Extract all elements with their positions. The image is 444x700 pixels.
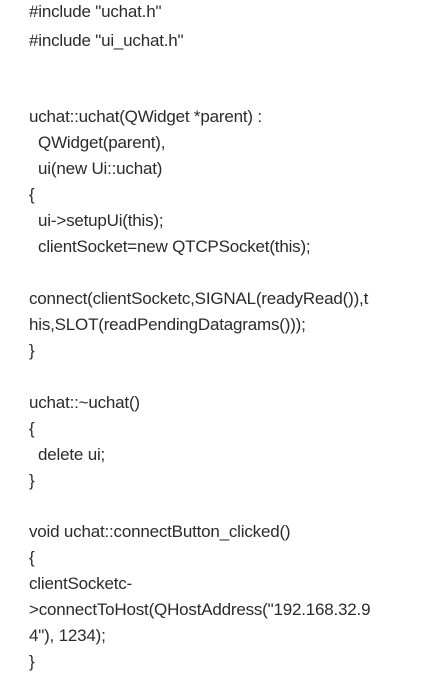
- code-line-connect-slot: his,SLOT(readPendingDatagrams()));: [29, 315, 306, 334]
- code-line-open-brace: {: [29, 185, 35, 204]
- code-line-close-brace: }: [29, 471, 35, 490]
- code-line-destructor-signature: uchat::~uchat(): [29, 393, 140, 412]
- code-line-close-brace: }: [29, 341, 35, 360]
- code-line-qwidget-init: QWidget(parent),: [29, 133, 166, 152]
- code-line-connect-button-signature: void uchat::connectButton_clicked(): [29, 522, 291, 541]
- code-line-open-brace: {: [29, 548, 35, 567]
- code-line-setup-ui: ui->setupUi(this);: [29, 211, 164, 230]
- code-line-connect-to-host: >connectToHost(QHostAddress("192.168.32.…: [29, 600, 371, 619]
- code-line-client-socket: clientSocket=new QTCPSocket(this);: [29, 237, 311, 256]
- code-line-client-socket-ref: clientSocketc-: [29, 574, 133, 593]
- code-line-include-uchat: #include "uchat.h": [29, 2, 162, 21]
- code-line-open-brace: {: [29, 419, 35, 438]
- code-line-delete-ui: delete ui;: [29, 445, 106, 464]
- code-line-connect-signal: connect(clientSocketc,SIGNAL(readyRead()…: [29, 289, 369, 308]
- code-line-host-port: 4"), 1234);: [29, 626, 106, 645]
- code-line-include-ui-uchat: #include "ui_uchat.h": [29, 31, 184, 50]
- code-line-constructor-signature: uchat::uchat(QWidget *parent) :: [29, 107, 262, 126]
- code-line-ui-init: ui(new Ui::uchat): [29, 159, 163, 178]
- code-line-close-brace: }: [29, 652, 35, 671]
